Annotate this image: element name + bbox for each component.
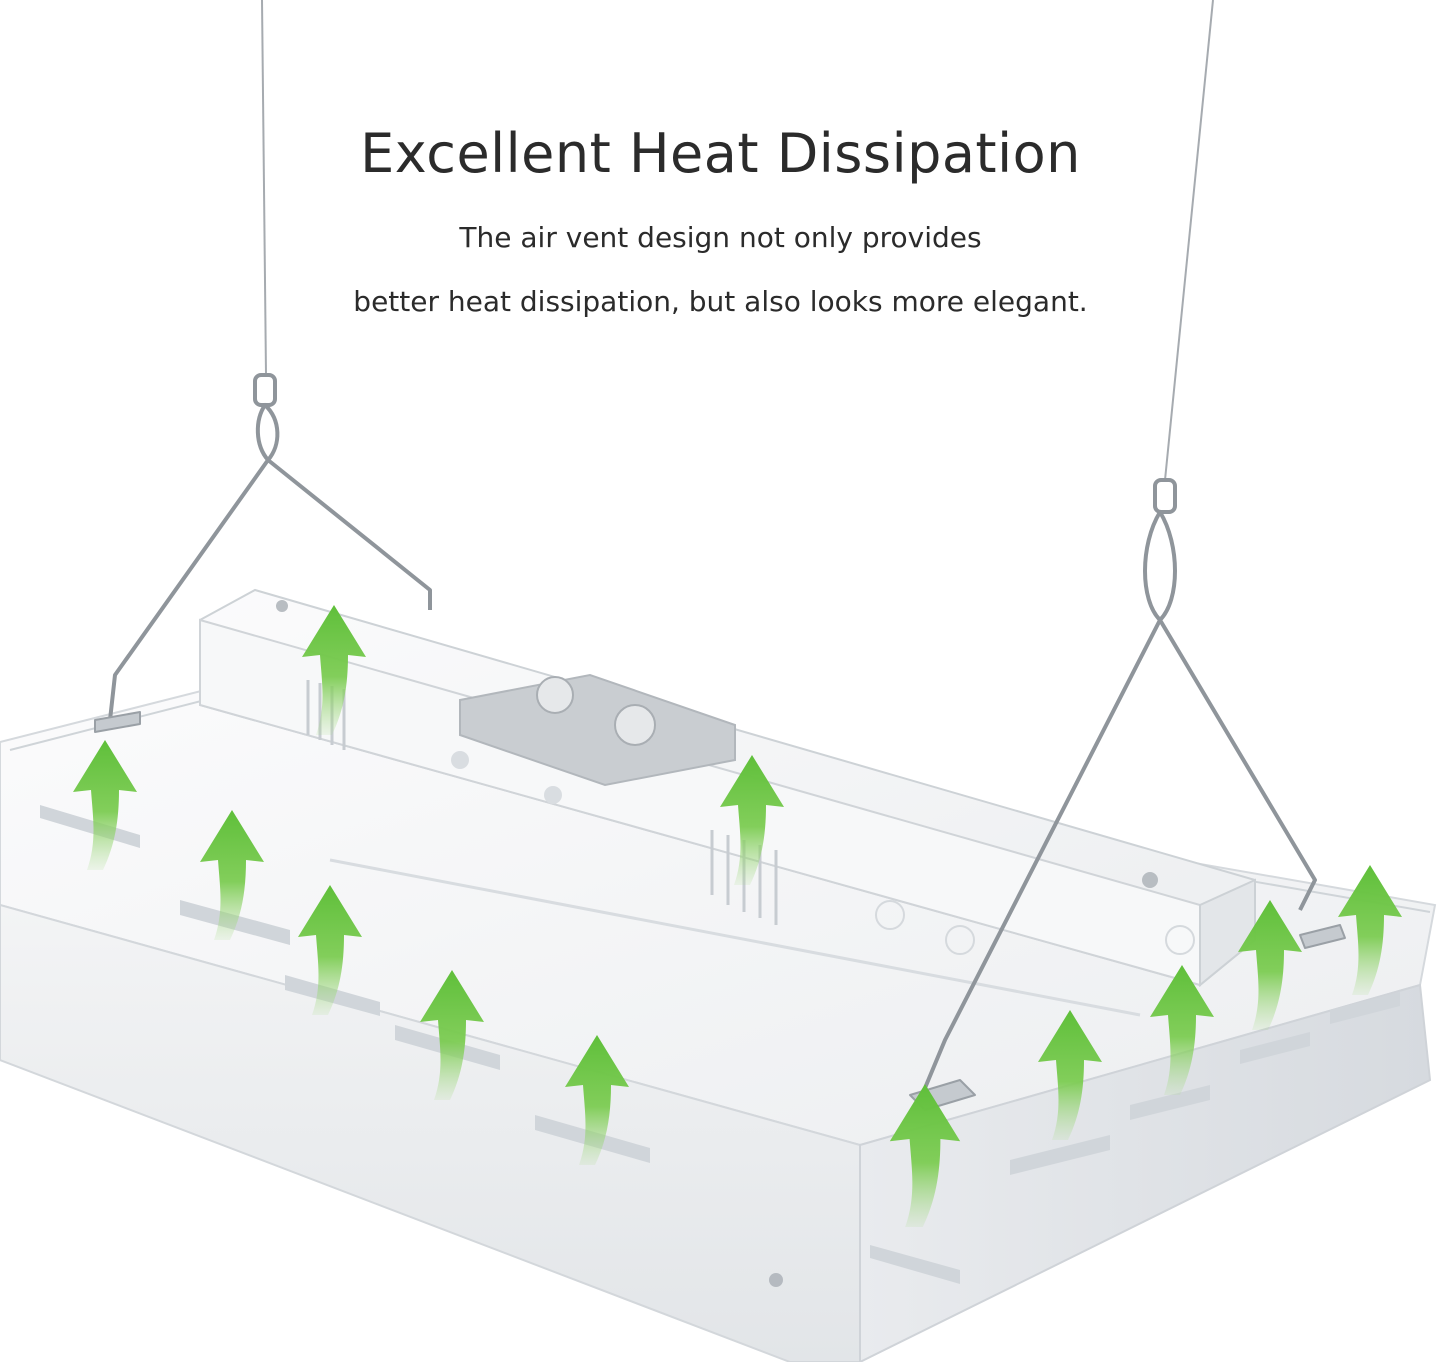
mounting-plate (459, 673, 736, 787)
suspension-wire-left (261, 0, 267, 376)
description-line-2: better heat dissipation, but also looks … (353, 285, 1088, 318)
corner-screw (769, 1273, 783, 1287)
page-title: Excellent Heat Dissipation (360, 122, 1081, 185)
description-line-1: The air vent design not only provides (459, 221, 982, 254)
hanger-bail-left (94, 373, 432, 733)
driver-box (199, 588, 1256, 988)
suspension-wire-right (1164, 0, 1214, 481)
